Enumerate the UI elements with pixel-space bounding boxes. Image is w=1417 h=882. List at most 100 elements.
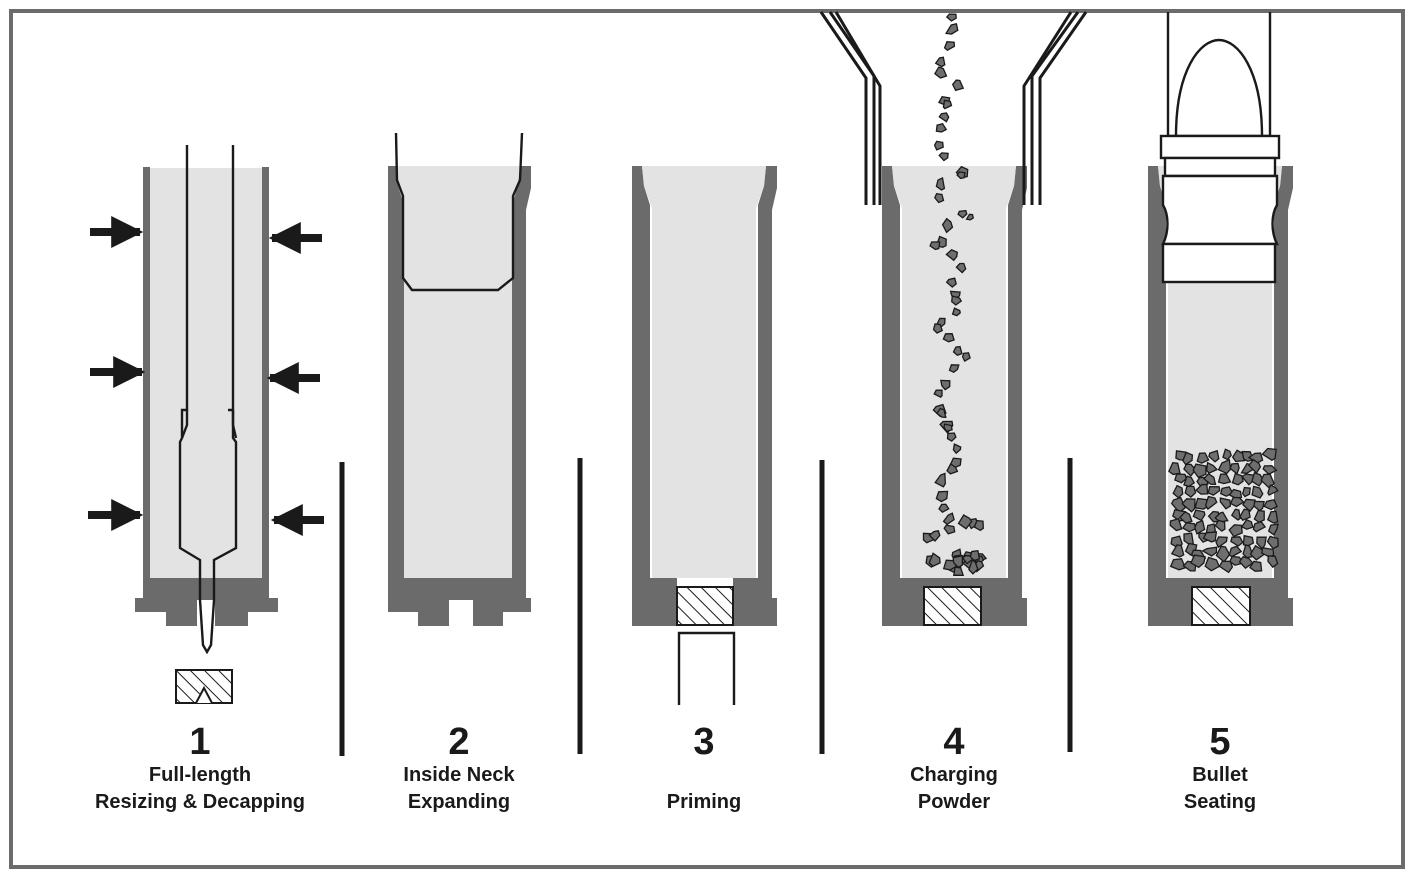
stage-5-label: 5 Bullet Seating (1070, 722, 1370, 816)
powder-granule-icon (935, 176, 946, 191)
powder-granule-icon (955, 262, 967, 274)
powder-granule-icon (1267, 555, 1279, 569)
powder-granule-icon (951, 295, 963, 306)
powder-granule-icon (1174, 473, 1188, 484)
powder-granule-icon (1261, 447, 1277, 461)
powder-granule-icon (1190, 554, 1206, 569)
powder-granule-icon (929, 241, 941, 251)
spent-primer-icon (175, 669, 233, 704)
powder-granule-icon (943, 41, 956, 51)
powder-granule-icon (948, 364, 960, 374)
powder-granule-icon (941, 217, 954, 234)
powder-granule-icon (1181, 498, 1196, 513)
powder-granule-icon (1249, 560, 1263, 572)
powder-granule-icon (938, 152, 949, 162)
powder-granule-icon (942, 512, 955, 526)
powder-granule-icon (1168, 462, 1181, 476)
powder-granule-icon (939, 379, 951, 391)
powder-granule-icon (1184, 485, 1197, 498)
powder-granule-icon (1217, 473, 1232, 485)
stage-caption-line1: Inside Neck (403, 764, 515, 786)
powder-granule-icon (1222, 448, 1232, 461)
powder-granule-icon (1229, 496, 1245, 508)
powder-granule-icon (1251, 471, 1265, 487)
powder-granule-icon (935, 122, 948, 133)
stage-caption-line2: Powder (917, 791, 991, 813)
powder-granule-icon (1214, 519, 1226, 532)
powder-granule-icon (952, 345, 963, 356)
powder-granule-icon (1242, 534, 1255, 547)
powder-granule-icon (1195, 483, 1209, 495)
powder-granule-icon (951, 79, 965, 92)
stage-number: 5 (1209, 721, 1231, 763)
powder-granule-icon (951, 307, 961, 317)
powder-granule-icon (1205, 461, 1219, 474)
powder-granule-icon (1204, 495, 1218, 511)
sizing-arrows (88, 216, 324, 536)
priming-punch (677, 631, 736, 705)
stage-caption-line1: Full-length (148, 764, 252, 786)
powder-granule-icon (1251, 485, 1264, 499)
expander-plug-icon (394, 132, 524, 292)
powder-granule-icon (1247, 458, 1262, 475)
powder-granule-icon (961, 554, 974, 565)
powder-granule-icon (1207, 485, 1221, 496)
powder-granule-icon (1202, 531, 1218, 543)
powder-stream (922, 13, 988, 577)
stage-caption-line2: Expanding (407, 791, 511, 813)
stage-2-graphic (388, 132, 531, 626)
powder-granule-icon (1267, 484, 1279, 496)
powder-granule-icon (936, 407, 947, 418)
powder-granule-icon (1238, 555, 1254, 569)
powder-granule-icon (952, 554, 964, 569)
decapping-rod-icon (178, 145, 238, 655)
powder-granule-icon (952, 443, 962, 455)
powder-granule-icon (943, 524, 956, 535)
powder-granule-icon (1169, 518, 1183, 532)
powder-granule-icon (938, 503, 950, 513)
powder-granule-icon (1239, 508, 1251, 522)
powder-granule-icon (1247, 452, 1264, 464)
powder-granule-icon (934, 56, 946, 68)
powder-granule-icon (1183, 463, 1197, 477)
powder-granule-icon (1204, 556, 1221, 572)
powder-granule-icon (945, 277, 957, 288)
stage-1-label: 1 Full-length Resizing & Decapping (50, 722, 350, 816)
powder-granule-icon (933, 140, 944, 151)
powder-granule-icon (953, 566, 965, 577)
powder-granule-icon (1229, 462, 1240, 475)
stage-number: 1 (189, 721, 211, 763)
powder-granule-icon (968, 558, 979, 575)
stage-4-label: 4 Charging Powder (804, 722, 1104, 816)
powder-granule-icon (945, 13, 957, 22)
stage-caption-line2: Priming (666, 791, 742, 813)
case-1 (135, 167, 278, 626)
case-3 (632, 166, 777, 626)
powder-granule-icon (1219, 497, 1232, 510)
powder-granule-icon (957, 209, 968, 219)
powder-granule-icon (1228, 545, 1243, 558)
stage-2-label: 2 Inside Neck Expanding (309, 722, 609, 816)
powder-granule-icon (1192, 509, 1206, 522)
funnel-icon (819, 11, 1088, 205)
powder-granule-icon (956, 171, 966, 180)
powder-granule-icon (1201, 546, 1218, 557)
powder-granule-icon (1172, 484, 1184, 499)
powder-granule-icon (1196, 452, 1210, 464)
powder-granule-icon (1181, 522, 1197, 533)
stage-3-graphic (632, 166, 777, 705)
powder-granule-icon (934, 192, 945, 204)
powder-granule-icon (1266, 535, 1279, 550)
stage-3-label: 3 Priming (554, 722, 854, 816)
powder-granule-icon (1170, 544, 1185, 558)
powder-granule-icon (973, 519, 984, 532)
bullet-icon (1159, 12, 1281, 284)
powder-granule-icon (946, 463, 959, 475)
powder-granule-icon (1215, 545, 1231, 563)
stage-number: 2 (448, 721, 470, 763)
powder-granule-icon (942, 99, 953, 110)
powder-granule-icon (945, 249, 959, 262)
powder-granule-icon (961, 352, 971, 363)
powder-granule-icon (1202, 472, 1217, 486)
